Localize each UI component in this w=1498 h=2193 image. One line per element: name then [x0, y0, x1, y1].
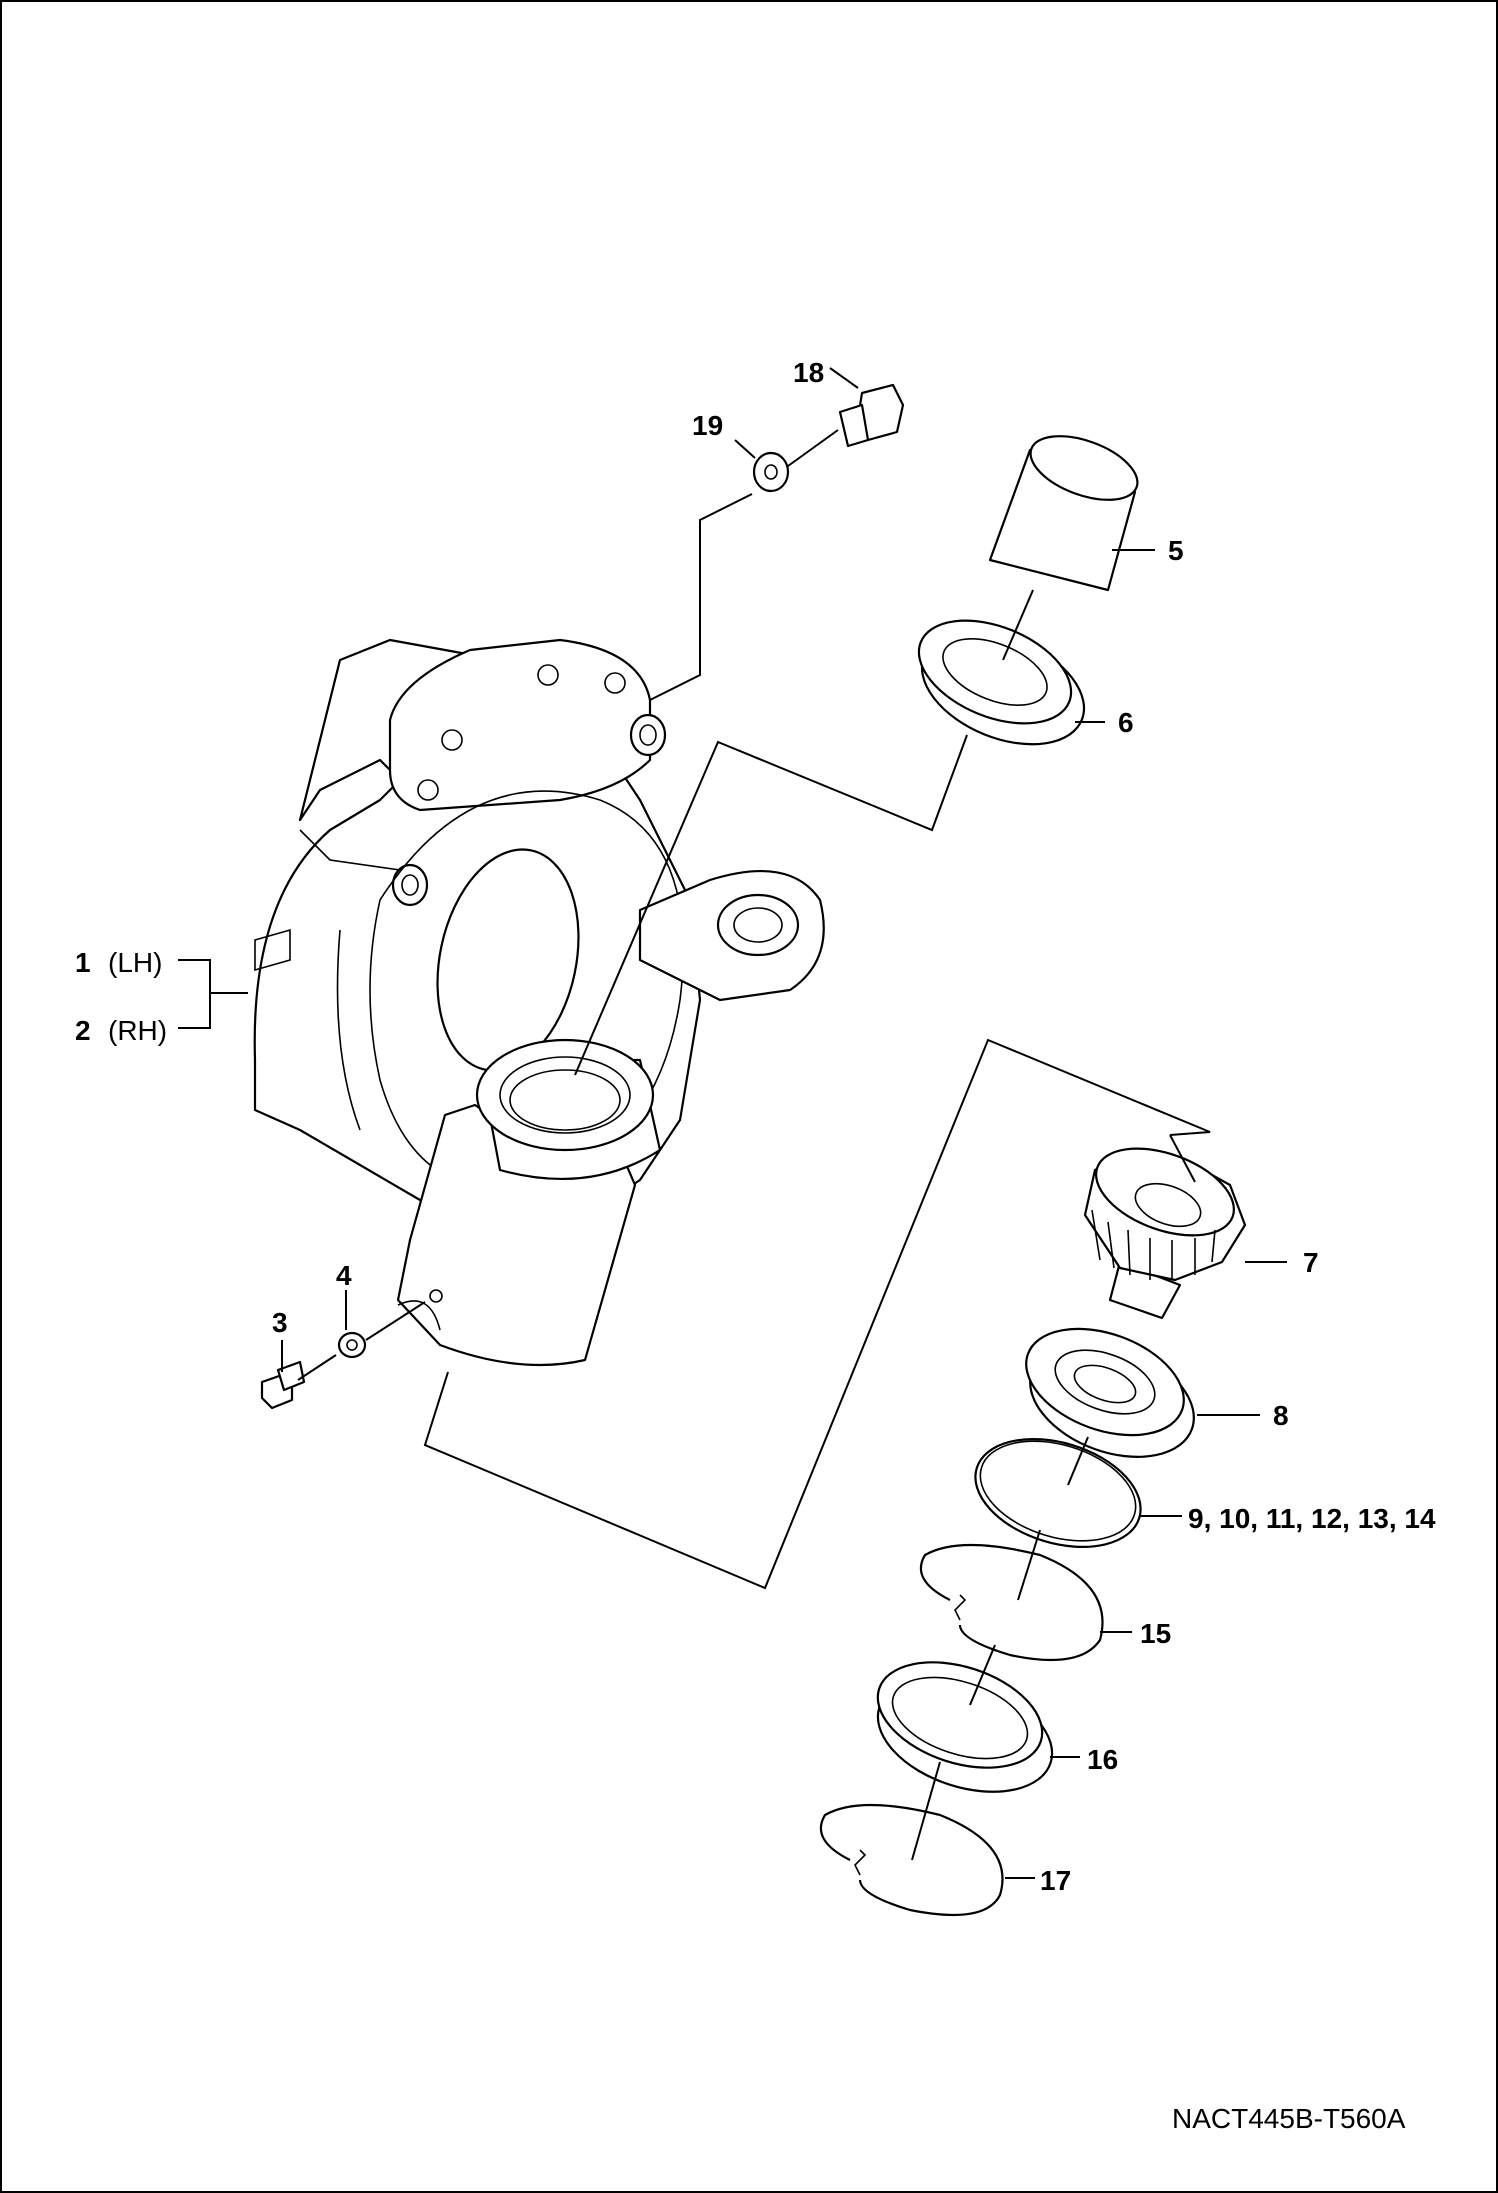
callout-16: 16 [1087, 1744, 1118, 1775]
oil-seal [917, 619, 1086, 746]
figure-id: NACT445B-T560A [1172, 2103, 1406, 2134]
callout-labels: 1 (LH) 2 (RH) 3 4 5 6 7 8 9, 10, 11, 12,… [75, 357, 1436, 1896]
leader-lines [178, 367, 1287, 1879]
callout-2-side: (RH) [108, 1015, 167, 1046]
dust-seal [876, 1661, 1054, 1793]
callout-9-14: 9, 10, 11, 12, 13, 14 [1188, 1503, 1436, 1534]
callout-1-number: 1 [75, 947, 91, 978]
steering-knuckle-housing [253, 638, 825, 1367]
fill-plug-bolt [838, 383, 905, 448]
sealing-washer [337, 1331, 367, 1359]
callout-7: 7 [1303, 1247, 1319, 1278]
callout-19: 19 [692, 410, 723, 441]
callout-8: 8 [1273, 1400, 1289, 1431]
snap-ring-lower [819, 1803, 1004, 1917]
drain-plug-bolt [260, 1360, 306, 1410]
callout-1-side: (LH) [108, 947, 162, 978]
callout-5: 5 [1168, 535, 1184, 566]
callout-6: 6 [1118, 707, 1134, 738]
bushing-sleeve [988, 435, 1139, 592]
callout-18: 18 [793, 357, 824, 388]
callout-15: 15 [1140, 1618, 1171, 1649]
callout-4: 4 [336, 1260, 352, 1291]
snap-ring-upper [919, 1543, 1104, 1662]
shim-set [974, 1438, 1142, 1548]
fill-plug-washer [752, 451, 790, 493]
callout-3: 3 [272, 1307, 288, 1338]
callout-2-number: 2 [75, 1015, 91, 1046]
callout-17: 17 [1040, 1865, 1071, 1896]
tapered-roller-bearing [1025, 1327, 1195, 1458]
pinion-gear [1083, 1147, 1247, 1320]
